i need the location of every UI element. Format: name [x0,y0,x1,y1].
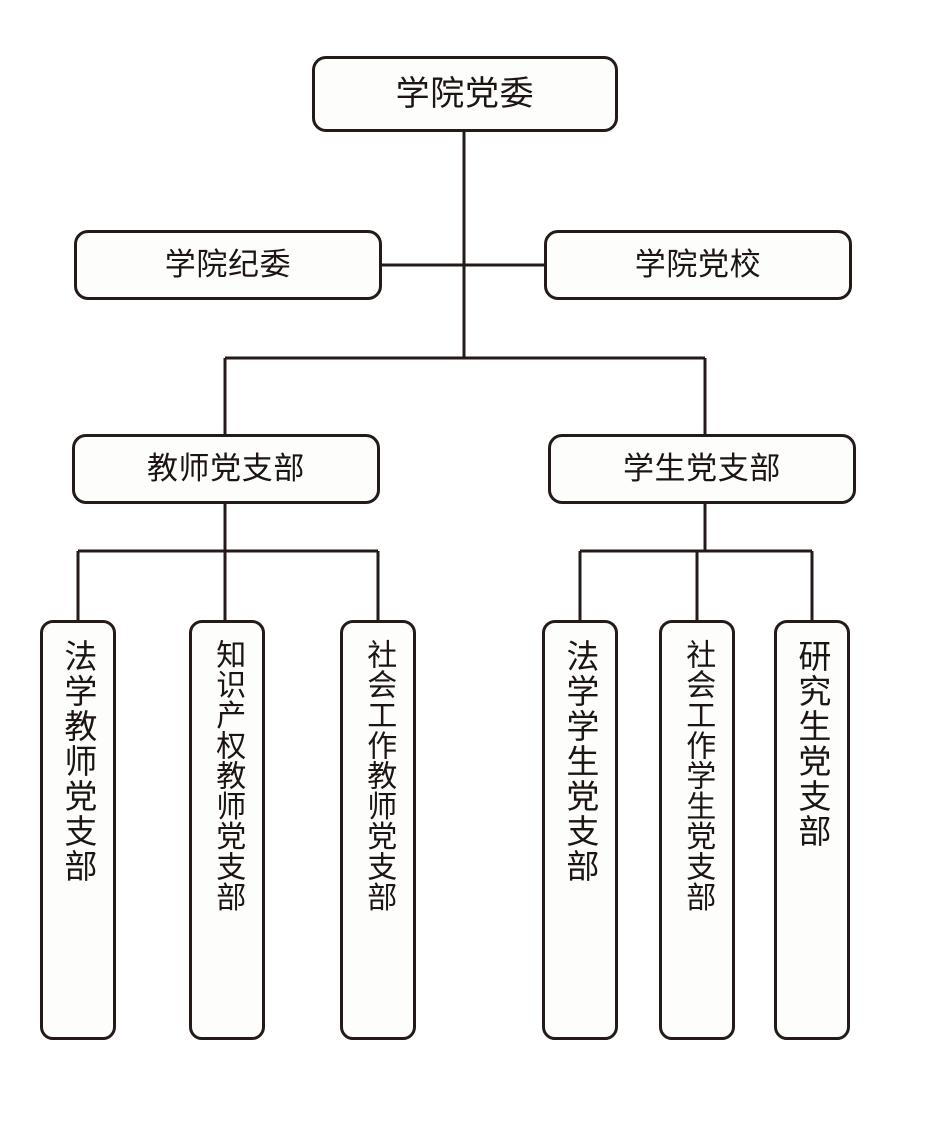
node-label: 知识产权教师党支部 [210,639,246,912]
node-social-work-teacher-party-branch[interactable]: 社会工作教师党支部 [340,620,416,1040]
node-label: 学生党支部 [622,450,782,487]
node-social-work-student-party-branch[interactable]: 社会工作学生党支部 [659,620,735,1040]
node-label: 社会工作学生党支部 [680,639,716,912]
node-college-party-school[interactable]: 学院党校 [544,230,852,300]
node-college-party-committee[interactable]: 学院党委 [312,56,618,132]
node-label: 学院党委 [395,73,535,114]
node-college-discipline-commission[interactable]: 学院纪委 [74,230,382,300]
node-label: 法学学生党支部 [560,639,600,884]
node-label: 学院党校 [634,246,762,283]
node-law-teacher-party-branch[interactable]: 法学教师党支部 [40,620,116,1040]
node-law-student-party-branch[interactable]: 法学学生党支部 [542,620,618,1040]
node-ip-teacher-party-branch[interactable]: 知识产权教师党支部 [189,620,265,1040]
node-label: 学院纪委 [164,246,292,283]
node-label: 社会工作教师党支部 [361,639,397,912]
node-teacher-party-branch[interactable]: 教师党支部 [72,434,380,504]
node-label: 教师党支部 [146,450,306,487]
node-label: 法学教师党支部 [58,639,98,884]
node-student-party-branch[interactable]: 学生党支部 [548,434,856,504]
node-graduate-student-party-branch[interactable]: 研究生党支部 [774,620,850,1040]
node-label: 研究生党支部 [792,639,832,849]
